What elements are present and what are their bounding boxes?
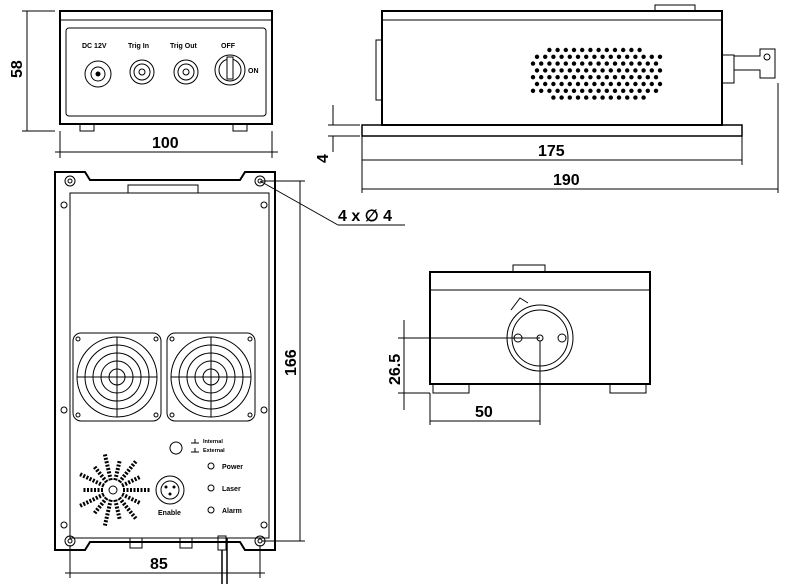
rear-view: 26.5 50 [387,264,651,425]
trig-in-bnc-icon [129,59,155,85]
dc-jack-icon [84,60,112,88]
dim-rear-vertical: 26.5 [387,354,404,385]
dim-front-height: 58 [9,60,26,78]
dim-rear-horizontal: 50 [475,404,493,421]
dim-mount-thickness: 4 [315,154,332,163]
alarm-led-icon [207,506,215,514]
dim-top-width: 85 [150,556,168,573]
front-label-trig-out: Trig Out [170,43,198,50]
vent-holes [530,47,663,100]
key-icon [721,48,776,84]
trigger-label-internal: Internal [203,439,223,445]
enable-label: Enable [158,510,181,517]
switch-label-off: OFF [221,43,236,50]
trigger-label-external: External [203,448,225,454]
side-mounting-plate [361,124,743,137]
power-led-icon [207,462,215,470]
trigger-select-icon [169,441,183,455]
front-foot-right [232,123,248,132]
side-view: 4 175 190 [315,4,779,193]
fan-icon-left [72,332,162,422]
trigger-external-icon [191,448,199,453]
screw-icon [60,201,268,529]
enable-connector-icon [155,475,185,505]
side-housing [381,10,723,126]
fan-icon-right [166,332,256,422]
front-housing [59,10,273,125]
laser-warning-icon [77,452,151,528]
front-foot-left [79,123,95,132]
front-panel-face [65,27,267,117]
front-view: DC 12V Trig In Trig Out OFF ON 58 100 [9,10,278,158]
switch-label-on: ON [248,68,259,75]
indicator-label-power: Power [222,464,243,471]
dim-total-length: 190 [553,172,580,189]
front-label-trig-in: Trig In [128,43,149,50]
dim-front-width: 100 [152,135,179,152]
indicator-label-alarm: Alarm [222,508,242,515]
top-flange [54,171,276,551]
trig-out-bnc-icon [173,59,199,85]
key-switch-icon [214,54,246,86]
laser-led-icon [207,484,215,492]
dim-hole-spec: 4 x ∅ 4 [338,208,392,225]
trigger-internal-icon [191,439,199,444]
indicator-label-laser: Laser [222,486,241,493]
front-label-dc: DC 12V [82,43,107,50]
top-view: Internal External Power Laser Alarm Enab… [54,171,405,584]
dim-top-length: 166 [283,349,300,376]
dim-body-length: 175 [538,143,565,160]
